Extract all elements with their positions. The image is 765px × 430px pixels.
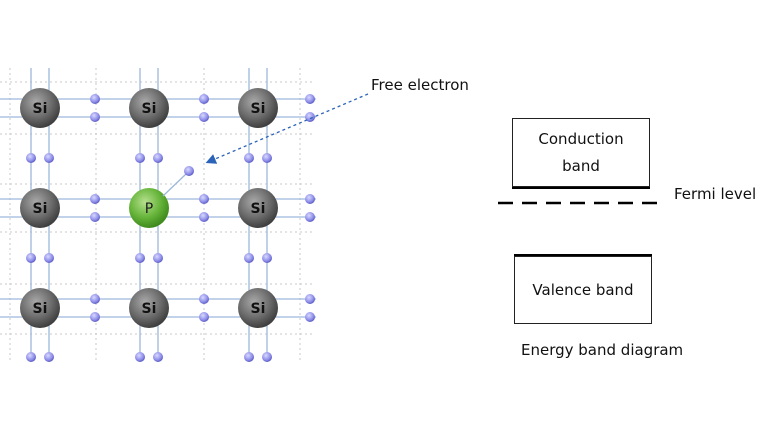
silicon-atom-label: Si: [33, 201, 48, 217]
valence-electron: [90, 94, 100, 104]
valence-electron: [244, 253, 254, 263]
valence-electron: [199, 294, 209, 304]
valence-electron: [153, 153, 163, 163]
silicon-atom: [238, 88, 278, 128]
valence-electron: [90, 312, 100, 322]
silicon-atom-label: Si: [251, 201, 266, 217]
free-electron-label: Free electron: [371, 76, 469, 94]
valence-electron: [199, 112, 209, 122]
conduction-band-label: Conduction band: [538, 129, 624, 175]
valence-electron: [153, 253, 163, 263]
silicon-atom: [129, 288, 169, 328]
silicon-atom: [238, 288, 278, 328]
valence-electron: [135, 153, 145, 163]
valence-electron: [26, 352, 36, 362]
valence-electron: [305, 212, 315, 222]
silicon-atom: [20, 188, 60, 228]
valence-electron: [262, 253, 272, 263]
silicon-atom-label: Si: [251, 101, 266, 117]
silicon-atom-label: Si: [33, 101, 48, 117]
valence-band-label: Valence band: [532, 280, 634, 299]
valence-electron: [199, 312, 209, 322]
valence-electron: [135, 352, 145, 362]
valence-electron: [135, 253, 145, 263]
valence-electron: [44, 153, 54, 163]
valence-electron: [44, 253, 54, 263]
valence-electron: [199, 194, 209, 204]
valence-electron: [244, 153, 254, 163]
valence-electron: [90, 294, 100, 304]
silicon-atom: [20, 288, 60, 328]
valence-electron: [90, 212, 100, 222]
valence-electron: [199, 94, 209, 104]
valence-electron: [44, 352, 54, 362]
valence-electron: [305, 294, 315, 304]
silicon-atom-label: Si: [142, 301, 157, 317]
valence-electron: [262, 153, 272, 163]
valence-electron: [305, 312, 315, 322]
valence-band-box: Valence band: [514, 256, 652, 324]
valence-electrons: [26, 94, 315, 362]
silicon-atom: [129, 88, 169, 128]
silicon-atom: [20, 88, 60, 128]
free-electron-arrow: [205, 93, 369, 164]
band-diagram-caption: Energy band diagram: [521, 341, 684, 359]
conduction-band-box: Conduction band: [512, 118, 650, 187]
valence-electron: [199, 212, 209, 222]
free-electron: [184, 166, 194, 176]
valence-electron: [305, 194, 315, 204]
valence-electron: [244, 352, 254, 362]
phosphorus-atom-label: P: [145, 201, 153, 217]
valence-electron: [305, 94, 315, 104]
valence-electron: [153, 352, 163, 362]
fermi-level-label: Fermi level: [674, 185, 757, 203]
band-diagram: [498, 185, 663, 258]
silicon-atom: [238, 188, 278, 228]
silicon-atom-label: Si: [142, 101, 157, 117]
valence-electron: [305, 112, 315, 122]
silicon-atom-label: Si: [251, 301, 266, 317]
valence-electron: [90, 194, 100, 204]
valence-electron: [26, 153, 36, 163]
valence-electron: [26, 253, 36, 263]
valence-electron: [90, 112, 100, 122]
free-electron-tether: [162, 173, 187, 197]
phosphorus-atom: [129, 188, 169, 228]
silicon-atom-label: Si: [33, 301, 48, 317]
valence-electron: [262, 352, 272, 362]
